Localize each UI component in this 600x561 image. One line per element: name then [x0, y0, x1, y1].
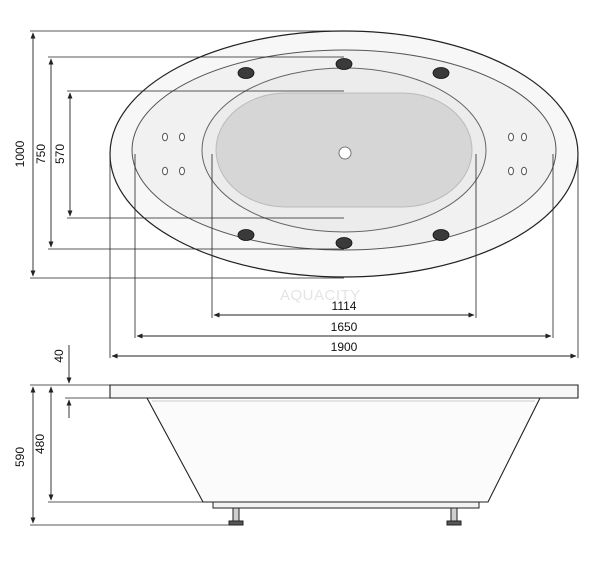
side-jet-icon [508, 166, 514, 176]
side-view: 590 480 40 [13, 345, 579, 526]
jet-icon [335, 237, 353, 249]
dim-rim-thickness: 40 [52, 349, 66, 363]
dim-inner-length: 570 [53, 144, 67, 164]
side-jets-right [508, 132, 527, 176]
tub-rim-profile [109, 384, 579, 399]
dim-middle-length: 750 [34, 144, 48, 164]
jet-icon [335, 58, 353, 70]
dim-outer-length: 1000 [13, 140, 27, 167]
tub-legs [228, 507, 462, 526]
leg-icon [450, 507, 458, 523]
leg-icon [232, 507, 240, 523]
dim-outer-width: 1900 [331, 340, 358, 354]
dim-middle-width: 1650 [331, 320, 358, 334]
side-jet-icon [521, 132, 527, 142]
side-jet-icon [179, 166, 185, 176]
side-jet-icon [179, 132, 185, 142]
tub-body-profile [146, 397, 541, 503]
side-jet-icon [521, 166, 527, 176]
jet-icon [432, 229, 450, 241]
dim-total-height: 590 [13, 447, 27, 467]
side-extension-lines [30, 384, 232, 526]
jets [237, 58, 450, 249]
side-jets-left [162, 132, 185, 176]
extension-lines-bottom [109, 154, 579, 358]
jet-icon [237, 67, 255, 79]
dim-inner-width: 1114 [332, 299, 357, 313]
drain-icon [338, 146, 352, 160]
side-jet-icon [162, 166, 168, 176]
jet-icon [432, 67, 450, 79]
leg-foot-icon [228, 520, 244, 526]
side-jet-icon [162, 132, 168, 142]
top-view: AQUACITY 1000 750 570 11 [13, 30, 579, 359]
extension-lines-left [30, 30, 344, 279]
leg-foot-icon [446, 520, 462, 526]
watermark: AQUACITY [280, 287, 361, 304]
jet-icon [237, 229, 255, 241]
tub-base-plate [212, 501, 480, 509]
side-jet-icon [508, 132, 514, 142]
dim-inner-depth: 480 [33, 434, 47, 454]
